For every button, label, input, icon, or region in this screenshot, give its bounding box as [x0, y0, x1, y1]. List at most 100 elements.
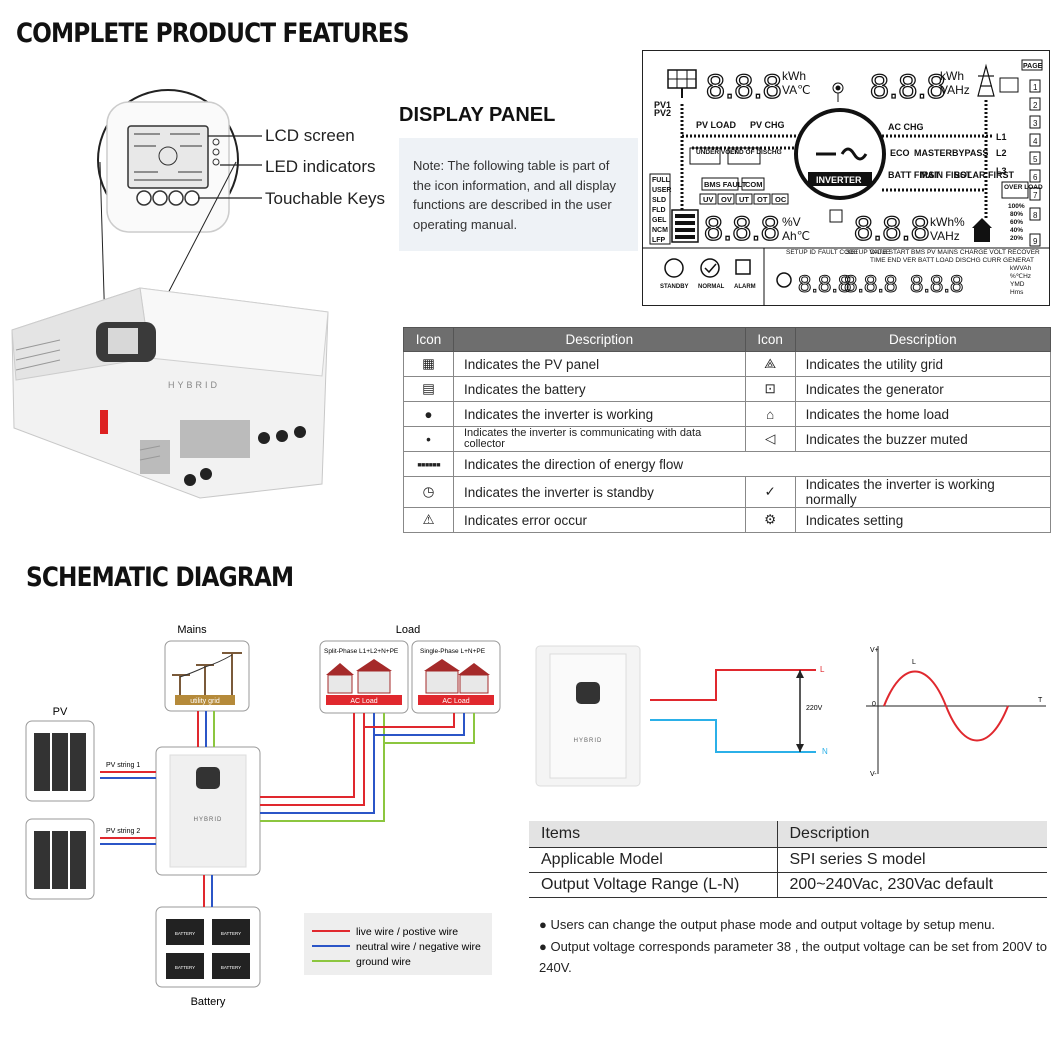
svg-text:COM: COM	[745, 180, 763, 189]
table-row: ◷ Indicates the inverter is standby ✓ In…	[403, 476, 1052, 508]
svg-text:kWh: kWh	[940, 69, 964, 83]
svg-text:8.8.8: 8.8.8	[910, 271, 963, 298]
icon-table: Icon Description Icon Description ▦ Indi…	[403, 327, 1052, 533]
wire-legend	[304, 913, 492, 975]
battery-label: Battery	[191, 996, 226, 1008]
generator-icon: ⊡	[764, 381, 776, 396]
table-row: ▦ Indicates the PV panel ⟁ Indicates the…	[403, 351, 1052, 377]
svg-text:L2: L2	[996, 148, 1007, 158]
svg-text:GEL: GEL	[652, 217, 667, 224]
svg-text:0: 0	[872, 701, 876, 708]
svg-text:40%: 40%	[1010, 227, 1023, 234]
callout-led: LED indicators	[265, 157, 376, 176]
spec-table: Items Description Applicable Model SPI s…	[529, 821, 1047, 898]
device-brand: HYBRID	[168, 380, 220, 390]
svg-text:Ah℃: Ah℃	[782, 229, 810, 243]
svg-text:4: 4	[1033, 137, 1038, 146]
svg-text:9: 9	[1033, 237, 1038, 246]
table-cell: Indicates the utility grid	[794, 351, 1052, 377]
callout-lcd: LCD screen	[265, 126, 355, 145]
svg-text:kWh: kWh	[782, 69, 806, 83]
svg-text:PAGE: PAGE	[1023, 63, 1043, 70]
svg-text:%V: %V	[782, 215, 801, 229]
svg-text:PV LOAD: PV LOAD	[696, 120, 737, 130]
table-row: ⚠ Indicates error occur ⚙ Indicates sett…	[403, 507, 1052, 533]
lcd-battery-icon	[671, 209, 699, 243]
svg-text:DATE START BMS PV MAINS CHARGE: DATE START BMS PV MAINS CHARGE VOLT RECO…	[870, 249, 1040, 256]
table-cell: Indicates setting	[794, 507, 1052, 533]
svg-text:8.8.8: 8.8.8	[870, 68, 946, 106]
load-label: Load	[396, 624, 420, 636]
svg-text:L: L	[820, 665, 825, 674]
svg-text:STANDBY: STANDBY	[660, 284, 689, 290]
svg-text:PV CHG: PV CHG	[750, 120, 785, 130]
svg-text:80%: 80%	[1010, 211, 1023, 218]
svg-text:OV: OV	[721, 195, 732, 204]
svg-text:BYPASS: BYPASS	[952, 148, 988, 158]
data-collector-icon: •	[426, 431, 431, 447]
svg-text:8.8.8: 8.8.8	[844, 271, 897, 298]
output-diagram: HYBRID L N 220V	[535, 645, 828, 787]
svg-text:V+: V+	[870, 647, 879, 654]
svg-text:L1: L1	[996, 132, 1007, 142]
lcd-alarm-icon	[735, 259, 751, 275]
icon-table-header: Description	[794, 327, 1052, 352]
svg-text:OT: OT	[757, 195, 768, 204]
table-cell: Indicates the inverter is working normal…	[794, 476, 1052, 508]
table-cell: SPI series S model	[777, 847, 1047, 873]
svg-text:Split-Phase L1+L2+N+PE: Split-Phase L1+L2+N+PE	[324, 648, 399, 655]
table-cell: Indicates error occur	[453, 507, 746, 533]
svg-text:FULL: FULL	[652, 177, 671, 184]
icon-table-header: Icon	[403, 327, 454, 352]
table-cell: Indicates the home load	[794, 401, 1052, 427]
display-panel-note: Note: The following table is part of the…	[399, 138, 638, 251]
svg-text:220V: 220V	[806, 705, 823, 712]
spec-table-header: Description	[777, 821, 1047, 848]
inverter-working-icon: ●	[424, 406, 433, 422]
standby-icon: ◷	[422, 484, 435, 499]
table-cell: Indicates the battery	[453, 376, 746, 402]
svg-text:8.8.8: 8.8.8	[704, 210, 780, 248]
svg-text:ALARM: ALARM	[734, 284, 756, 290]
svg-text:SETUP ID: SETUP ID	[786, 249, 816, 256]
svg-text:V-: V-	[870, 771, 877, 778]
svg-text:PV2: PV2	[654, 108, 671, 118]
svg-text:OVER LOAD: OVER LOAD	[1004, 184, 1043, 191]
svg-text:60%: 60%	[1010, 219, 1023, 226]
pv-label: PV	[53, 706, 68, 718]
table-cell: 200~240Vac, 230Vac default	[777, 872, 1047, 898]
svg-text:UV: UV	[703, 195, 713, 204]
svg-text:USER: USER	[652, 187, 671, 194]
callout-keys: Touchable Keys	[265, 189, 386, 208]
svg-text:ECO: ECO	[890, 148, 910, 158]
svg-text:BATTERY: BATTERY	[175, 965, 195, 970]
product-illustration: HYBRID	[11, 89, 329, 499]
svg-text:8.8.8: 8.8.8	[798, 271, 851, 298]
svg-text:AC Load: AC Load	[350, 698, 377, 705]
lcd-normal-icon	[700, 258, 720, 278]
svg-text:YMD: YMD	[1010, 281, 1025, 288]
svg-text:VA℃: VA℃	[782, 83, 811, 97]
svg-text:BATT FIRST: BATT FIRST	[888, 170, 940, 180]
svg-text:BATTERY: BATTERY	[221, 965, 241, 970]
svg-text:3: 3	[1033, 119, 1038, 128]
setting-icon: ⚙	[764, 512, 777, 527]
svg-text:8: 8	[1033, 211, 1038, 220]
lcd-setting-icon	[776, 272, 792, 288]
svg-text:Single-Phase L+N+PE: Single-Phase L+N+PE	[420, 648, 486, 655]
table-row: Applicable Model SPI series S model	[529, 847, 1047, 873]
table-cell: Indicates the PV panel	[453, 351, 746, 377]
svg-text:%℃Hz: %℃Hz	[1010, 273, 1031, 280]
svg-text:FAULT CODE: FAULT CODE	[818, 249, 859, 256]
svg-text:kWh%: kWh%	[930, 215, 965, 229]
table-cell: Indicates the generator	[794, 376, 1052, 402]
svg-text:VAHz: VAHz	[930, 229, 960, 243]
table-row: Output Voltage Range (L-N) 200~240Vac, 2…	[529, 872, 1047, 898]
table-cell: Output Voltage Range (L-N)	[529, 872, 778, 898]
icon-table-header: Description	[453, 327, 746, 352]
svg-text:OC: OC	[775, 195, 787, 204]
schematic-heading: SCHEMATIC DIAGRAM	[26, 562, 294, 593]
table-cell: Indicates the inverter is working	[453, 401, 746, 427]
svg-text:L3: L3	[996, 166, 1007, 176]
note-2: ● Output voltage corresponds parameter 3…	[539, 939, 1047, 975]
